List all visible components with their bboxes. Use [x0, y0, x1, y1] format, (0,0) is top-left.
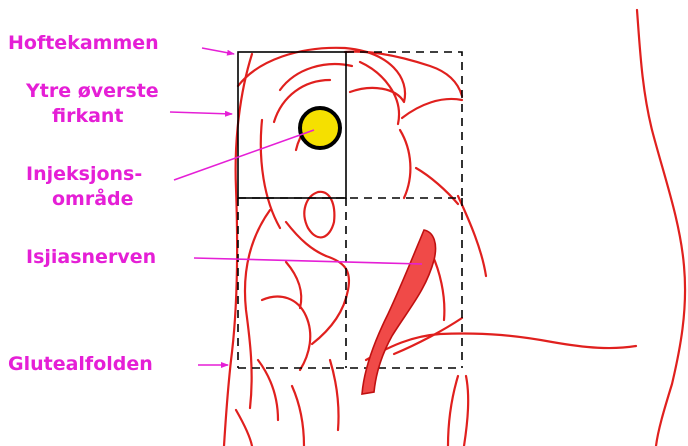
label-isjiasnerven: Isjiasnerven: [26, 246, 156, 268]
pointer-lines: [170, 48, 422, 365]
hoftekammen-arrow: [202, 48, 234, 54]
label-ytre-line2: firkant: [52, 105, 124, 127]
gluteal-fold-line: [366, 333, 636, 360]
injection-site-marker: [300, 108, 340, 148]
isjiasnerven-pointer-line: [194, 258, 422, 264]
label-hoftekammen: Hoftekammen: [8, 32, 159, 54]
label-ytre-line1: Ytre øverste: [25, 80, 159, 102]
injeksjon-pointer-line: [174, 130, 314, 180]
ytre-arrow: [170, 112, 232, 114]
label-injeksjon-line1: Injeksjons-: [26, 163, 142, 185]
right-body-contour: [637, 10, 685, 446]
label-injeksjon-line2: område: [52, 186, 134, 210]
sciatic-nerve-shape: [362, 230, 436, 394]
buttock-anatomy-outline: [224, 10, 685, 446]
label-glutealfolden: Glutealfolden: [8, 353, 153, 375]
labels: Hoftekammen Ytre øverste firkant Injeksj…: [8, 32, 159, 375]
